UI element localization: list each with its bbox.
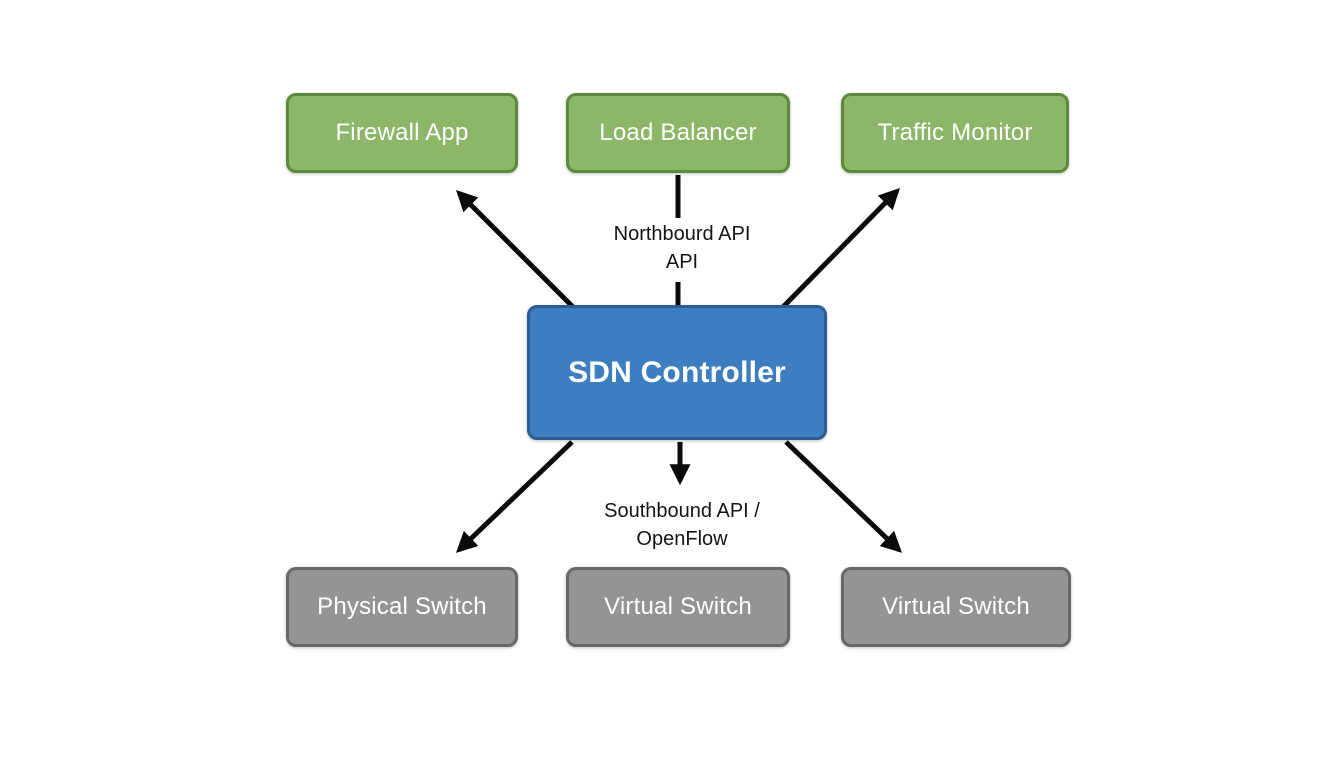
node-label: Traffic Monitor — [877, 119, 1033, 146]
node-label: SDN Controller — [568, 355, 786, 389]
southbound-api-label-line2: OpenFlow — [636, 528, 728, 550]
northbound-api-label-line2: API — [665, 251, 699, 273]
northbound-api-label: Northbourd API API — [522, 220, 842, 276]
southbound-api-label: Southbound API / OpenFlow — [522, 497, 842, 553]
node-load-balancer: Load Balancer — [566, 93, 790, 173]
node-traffic-monitor: Traffic Monitor — [841, 93, 1069, 173]
node-virtual-switch-middle: Virtual Switch — [566, 567, 790, 647]
node-physical-switch: Physical Switch — [286, 567, 518, 647]
southbound-api-label-line1: Southbound API / — [604, 500, 760, 522]
northbound-api-label-line1: Northbourd API — [613, 223, 751, 245]
node-label: Virtual Switch — [882, 593, 1030, 620]
node-label: Firewall App — [335, 119, 469, 146]
node-sdn-controller: SDN Controller — [527, 305, 827, 440]
node-label: Physical Switch — [317, 593, 487, 620]
node-firewall-app: Firewall App — [286, 93, 518, 173]
node-virtual-switch-right: Virtual Switch — [841, 567, 1071, 647]
node-label: Load Balancer — [599, 119, 757, 146]
node-label: Virtual Switch — [604, 593, 752, 620]
